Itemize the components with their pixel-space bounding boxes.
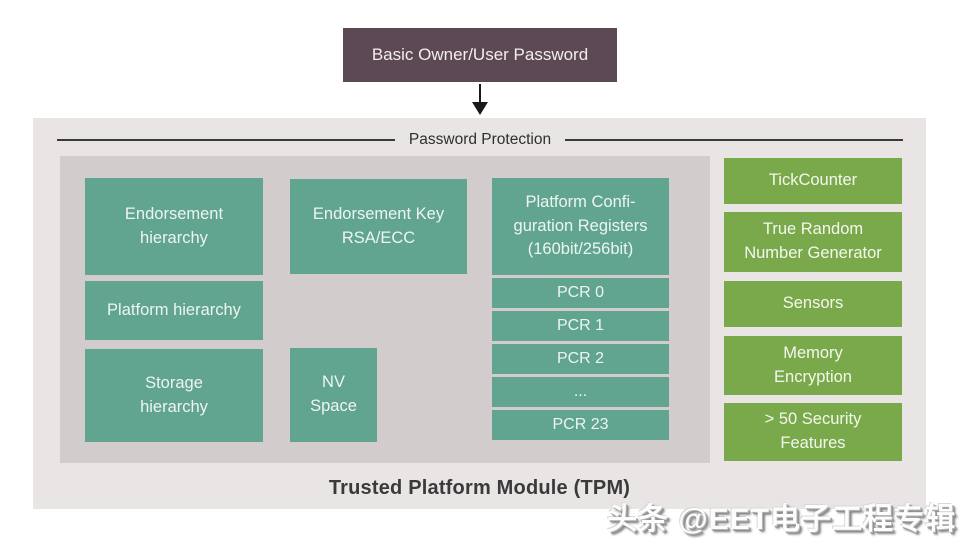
tpm-title: Trusted Platform Module (TPM) (328, 477, 631, 499)
true-random-number-generator-box: True Random Number Generator (724, 212, 902, 272)
nv-space-box: NV Space (290, 348, 377, 442)
header-left-rule (57, 139, 395, 141)
password-protection-label: Password Protection (408, 131, 552, 148)
toutiao-watermark: 头条 @EET电子工程专辑 (607, 503, 956, 536)
memory-encryption-box: Memory Encryption (724, 336, 902, 395)
sensors-box: Sensors (724, 281, 902, 327)
platform-hierarchy-box: Platform hierarchy (85, 281, 263, 340)
pcr-row-2: PCR 2 (492, 344, 669, 374)
pcr-row-ellipsis: ... (492, 377, 669, 407)
tick-counter-box: TickCounter (724, 158, 902, 204)
pcr-header-box: Platform Confi- guration Registers (160b… (492, 178, 669, 275)
basic-owner-user-password-box: Basic Owner/User Password (343, 28, 617, 82)
endorsement-hierarchy-box: Endorsement hierarchy (85, 178, 263, 275)
password-protection-header: Password Protection (57, 130, 903, 150)
down-arrow-icon (472, 84, 488, 115)
pcr-row-1: PCR 1 (492, 311, 669, 341)
endorsement-key-box: Endorsement Key RSA/ECC (290, 179, 467, 274)
security-features-box: > 50 Security Features (724, 403, 902, 461)
header-right-rule (565, 139, 903, 141)
pcr-row-23: PCR 23 (492, 410, 669, 440)
pcr-row-0: PCR 0 (492, 278, 669, 308)
storage-hierarchy-box: Storage hierarchy (85, 349, 263, 442)
